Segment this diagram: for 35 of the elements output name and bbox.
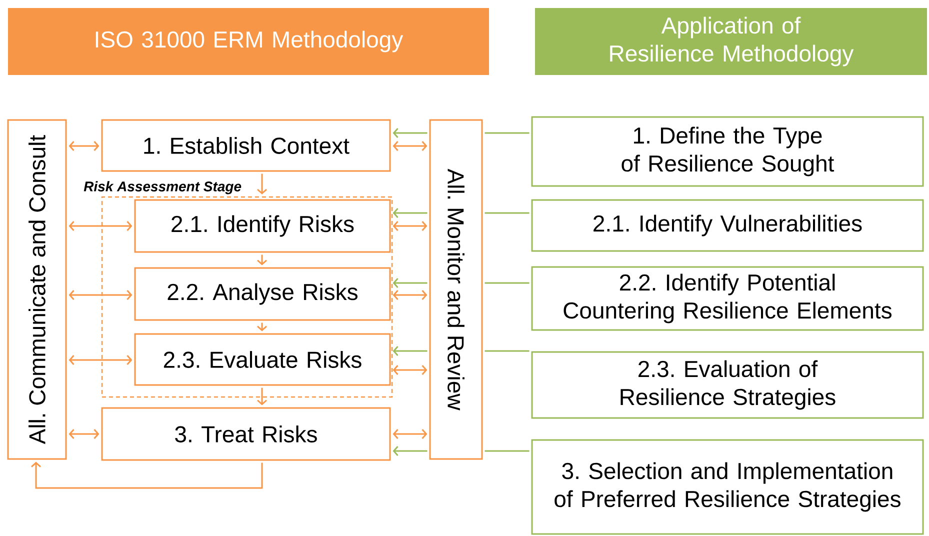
arrow bbox=[392, 290, 428, 300]
arrow bbox=[392, 429, 428, 439]
process-box bbox=[429, 119, 483, 460]
arrow bbox=[392, 221, 428, 231]
header-band: ISO 31000 ERM Methodology bbox=[8, 8, 489, 75]
arrow bbox=[31, 462, 263, 489]
process-box: 1. Establish Context bbox=[101, 119, 391, 172]
node-label: Risk Assessment Stage bbox=[84, 181, 242, 194]
arrow bbox=[392, 278, 428, 288]
arrow bbox=[392, 128, 428, 138]
process-box: 2.1. Identify Risks bbox=[134, 199, 391, 253]
process-box bbox=[7, 119, 67, 460]
arrow bbox=[68, 141, 100, 151]
process-box: 3. Treat Risks bbox=[101, 407, 391, 461]
arrow bbox=[392, 346, 428, 356]
process-box: 3. Selection and Implementation of Preferred Resilience Strategies bbox=[531, 439, 924, 535]
process-box: 2.3. Evaluate Risks bbox=[134, 333, 391, 386]
box-label: All. Monitor and Review bbox=[448, 168, 464, 410]
arrow bbox=[392, 446, 428, 456]
arrow bbox=[68, 355, 132, 365]
process-box: 2.2. Identify Potential Countering Resilience Elements bbox=[531, 266, 924, 331]
arrow bbox=[257, 174, 267, 194]
process-box: 2.1. Identify Vulnerabilities bbox=[531, 199, 924, 252]
arrow bbox=[68, 290, 132, 300]
process-box: 2.2. Analyse Risks bbox=[134, 267, 391, 321]
arrow bbox=[68, 221, 132, 231]
arrow bbox=[392, 208, 428, 218]
header-band: Application of Resilience Methodology bbox=[535, 8, 927, 75]
box-label: All. Communicate and Consult bbox=[28, 135, 46, 444]
arrow bbox=[68, 429, 100, 439]
process-box: 1. Define the Type of Resilience Sought bbox=[531, 116, 924, 187]
arrow bbox=[392, 141, 428, 151]
arrow bbox=[392, 365, 428, 375]
arrow bbox=[257, 388, 267, 406]
process-box: 2.3. Evaluation of Resilience Strategies bbox=[531, 351, 924, 419]
